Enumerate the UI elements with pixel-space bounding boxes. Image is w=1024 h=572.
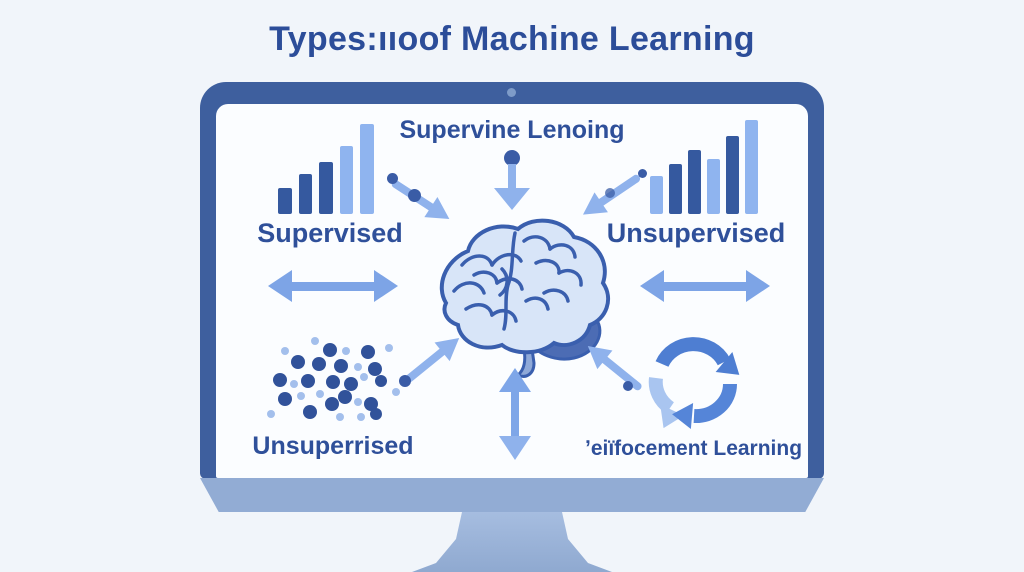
scatter-dots-icon (258, 336, 406, 424)
scatter-dot (364, 397, 378, 411)
page-title: Types:ııoof Machine Learning (269, 20, 755, 58)
scatter-dot (354, 398, 362, 406)
scatter-dot (342, 347, 350, 355)
cycle-arrows-icon (648, 337, 740, 429)
scatter-dot (326, 375, 340, 389)
bar (339, 146, 354, 214)
bar-chart-ascending-icon (278, 122, 374, 214)
scatter-dot (392, 388, 400, 396)
scatter-dot (297, 392, 305, 400)
scatter-dot (311, 337, 319, 345)
arrow-tail-dot (408, 189, 421, 202)
scatter-dot (334, 359, 348, 373)
bar (707, 159, 720, 214)
scatter-dot (368, 362, 382, 376)
vertical-double-arrow-icon (499, 368, 531, 460)
bar (726, 136, 739, 214)
reinforcement-learning-label: ʼeiïfocement Learning (585, 437, 803, 460)
scatter-dot (290, 380, 298, 388)
bar (650, 176, 663, 214)
arrow-tail-dot (387, 173, 398, 184)
unsupervised-bottom-label: Unsuperrised (252, 432, 414, 460)
scatter-dot (354, 363, 362, 371)
monitor-chin (200, 478, 824, 512)
scatter-dot (336, 413, 344, 421)
bar (688, 150, 701, 214)
arrow-tail-dot (605, 188, 615, 198)
diagonal-arrow-icon (582, 174, 641, 215)
scatter-dot (361, 345, 375, 359)
diagonal-arrow-icon (405, 337, 460, 383)
scatter-dot (323, 343, 337, 357)
scatter-dot (278, 392, 292, 406)
brain-icon (439, 218, 610, 378)
bar (298, 174, 313, 214)
monitor-stand (412, 512, 612, 572)
scatter-dot (385, 344, 393, 352)
arrow-tail-dot (623, 381, 633, 391)
unsupervised-label: Unsupervised (606, 218, 786, 248)
horizontal-double-arrow-icon (640, 270, 770, 302)
supervised-label: Supervised (257, 218, 403, 248)
bar (745, 120, 758, 214)
scatter-dot (303, 405, 317, 419)
scatter-dot (370, 408, 382, 420)
scatter-dot (344, 377, 358, 391)
down-arrow-icon (494, 150, 530, 210)
scatter-dot (281, 347, 289, 355)
scatter-dot (316, 390, 324, 398)
scatter-dot (338, 390, 352, 404)
bar (319, 162, 333, 214)
bar (278, 188, 292, 214)
arrow-tail-dot (638, 169, 647, 178)
scatter-dot (360, 373, 368, 381)
scatter-dot (312, 357, 326, 371)
scatter-dot (267, 410, 275, 418)
horizontal-double-arrow-icon (268, 270, 398, 302)
scatter-dot (291, 355, 305, 369)
scatter-dot (273, 373, 287, 387)
supervised-learning-label: Supervine Lenoing (399, 116, 625, 144)
scatter-dot (357, 413, 365, 421)
bar (360, 124, 374, 214)
scatter-dot (301, 374, 315, 388)
arrow-tail-dot (399, 375, 411, 387)
bar-chart-icon (650, 118, 764, 214)
scatter-dot (325, 397, 339, 411)
bar (669, 164, 682, 214)
scatter-dot (375, 375, 387, 387)
camera-dot-icon (507, 88, 516, 97)
